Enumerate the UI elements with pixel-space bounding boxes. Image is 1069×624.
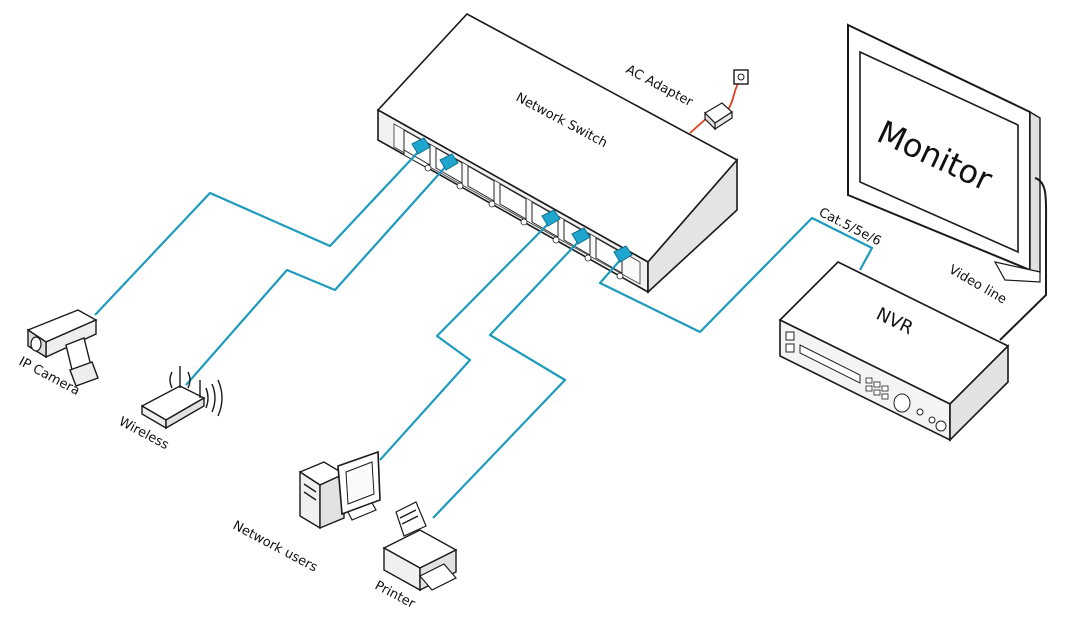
- cable-plugs: [411, 137, 633, 263]
- cables: [94, 149, 874, 519]
- monitor: Monitor: [847, 23, 1041, 283]
- network-users-label: Network users: [230, 518, 320, 575]
- network-switch: Network Switch: [376, 13, 739, 294]
- network-user-pc-icon: Network users: [230, 450, 381, 576]
- wireless-router-icon: Wireless: [116, 366, 223, 453]
- cable-nvr: [598, 216, 874, 334]
- cable-network-users: [379, 221, 551, 461]
- cable-ip-camera: [94, 149, 421, 316]
- cable-printer: [432, 239, 581, 519]
- cable-type-label: Cat.5/5e/6: [816, 205, 883, 249]
- ac-adapter-label: AC Adapter: [623, 62, 695, 110]
- ip-camera-icon: IP Camera: [16, 309, 99, 399]
- printer-icon: Printer: [372, 501, 458, 612]
- video-line: [999, 177, 1048, 341]
- wall-outlet-icon: [733, 69, 749, 85]
- cable-wireless: [185, 163, 449, 386]
- nvr: NVR: [778, 261, 1010, 442]
